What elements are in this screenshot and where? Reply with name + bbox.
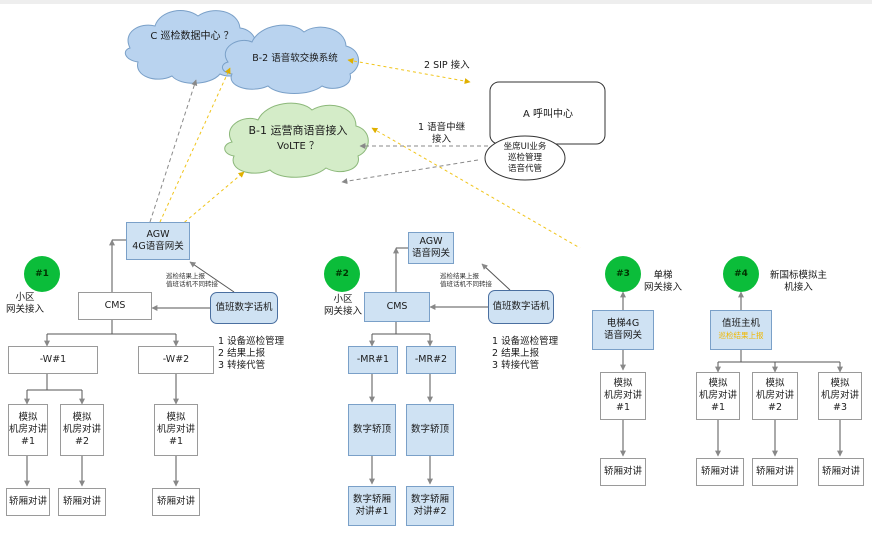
site1-car-c: 轿厢对讲 <box>152 488 200 516</box>
call-center-ellipse <box>484 135 566 181</box>
call-center-services: 坐席UI业务 巡检管理 语音代管 <box>503 142 547 174</box>
site4-host: 值班主机 巡检结果上报 <box>710 310 772 350</box>
site1-duty-phone: 值班数字话机 <box>210 292 278 324</box>
site2-badge: #2 <box>324 256 360 292</box>
site1-agw: AGW 4G语音网关 <box>126 222 190 260</box>
site3-label: 单梯 网关接入 <box>644 270 683 293</box>
site4-car-3: 轿厢对讲 <box>818 458 864 486</box>
site2-car-b: 数字轿厢 对讲#2 <box>406 486 454 526</box>
cloud-b1-operator <box>224 102 369 178</box>
cloud-b1-title: B-1 运营商语音接入 <box>248 124 348 137</box>
site1-features: 1 设备巡检管理 2 结果上报 3 转接代管 <box>218 336 285 371</box>
site3-badge: #3 <box>605 256 641 292</box>
site4-car-1: 轿厢对讲 <box>696 458 744 486</box>
cloud-b2-label: B-2 语音软交换系统 <box>252 53 338 64</box>
site2-roof-a: 数字轿顶 <box>348 404 396 456</box>
site3-intercom: 模拟 机房对讲 #1 <box>600 372 646 420</box>
site4-car-2: 轿厢对讲 <box>752 458 798 486</box>
site4-badge: #4 <box>723 256 759 292</box>
cloud-c-label: C 巡检数据中心 ？ <box>150 31 234 42</box>
site4-intercom-1: 模拟 机房对讲 #1 <box>696 372 740 420</box>
site1-intercom-c: 模拟 机房对讲 #1 <box>154 404 198 456</box>
gray-dashed-links <box>149 79 488 223</box>
site3-car: 轿厢对讲 <box>600 458 646 486</box>
sip-link-label: 2 SIP 接入 <box>424 60 470 71</box>
site1-intercom-a: 模拟 机房对讲 #1 <box>8 404 48 456</box>
site2-note: 巡检结果上报 值班话机不同转接 <box>440 272 492 288</box>
site4-intercom-2: 模拟 机房对讲 #2 <box>752 372 798 420</box>
site2-cms: CMS <box>364 292 430 322</box>
site1-w1: -W#1 <box>8 346 98 374</box>
site4-host-sub: 巡检结果上报 <box>718 331 764 340</box>
site4-intercom-3: 模拟 机房对讲 #3 <box>818 372 862 420</box>
site1-car-b: 轿厢对讲 <box>58 488 106 516</box>
site1-w2: -W#2 <box>138 346 214 374</box>
site1-car-a: 轿厢对讲 <box>6 488 50 516</box>
solid-connectors <box>24 239 843 487</box>
site1-badge: #1 <box>24 256 60 292</box>
site2-mr2: -MR#2 <box>406 346 456 374</box>
site3-gateway: 电梯4G 语音网关 <box>592 310 654 350</box>
site2-car-a: 数字轿厢 对讲#1 <box>348 486 396 526</box>
site4-host-title: 值班主机 <box>721 318 760 329</box>
site2-label: 小区 网关接入 <box>324 294 363 317</box>
site2-features: 1 设备巡检管理 2 结果上报 3 转接代管 <box>492 336 559 371</box>
site2-agw: AGW 语音网关 <box>408 232 454 264</box>
cloud-b1-sub: VoLTE ？ <box>277 141 319 152</box>
site2-mr1: -MR#1 <box>348 346 398 374</box>
site1-intercom-b: 模拟 机房对讲 #2 <box>60 404 104 456</box>
site4-label: 新国标模拟主 机接入 <box>770 270 828 293</box>
top-band <box>0 0 872 4</box>
call-center-title: A 呼叫中心 <box>522 109 574 120</box>
site2-roof-b: 数字轿顶 <box>406 404 454 456</box>
site1-cms: CMS <box>78 292 152 320</box>
site2-duty-phone: 值班数字话机 <box>488 290 554 324</box>
site1-label: 小区 网关接入 <box>6 292 45 315</box>
yellow-dashed-links <box>159 58 581 249</box>
trunk-link-label: 1 语音中继 接入 <box>418 122 466 145</box>
site1-note: 巡检结果上报 值班话机不同转接 <box>166 272 218 288</box>
